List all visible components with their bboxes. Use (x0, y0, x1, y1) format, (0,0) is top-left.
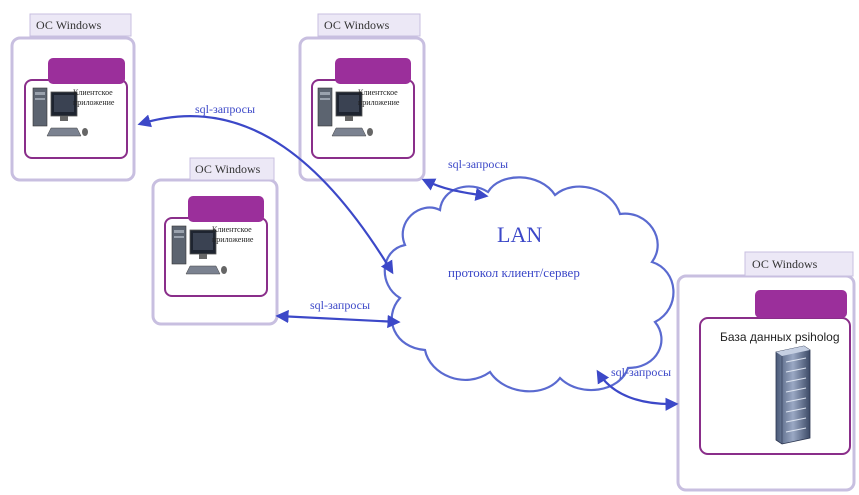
db-tab (755, 290, 847, 318)
lan-cloud: LAN протокол клиент/сервер (383, 176, 675, 393)
connection-arrow (275, 309, 401, 329)
os-label: ОС Windows (324, 18, 390, 32)
os-label: ОС Windows (752, 257, 818, 271)
sql-label: sql-запросы (611, 365, 671, 379)
connection-arrow (137, 114, 394, 275)
os-label-box (744, 251, 854, 277)
server-rack-icon (775, 345, 811, 445)
server-node: ОС Windows База данных psiholog (676, 251, 856, 492)
database-label: База данных psiholog (720, 330, 840, 344)
os-label: ОС Windows (195, 162, 261, 176)
lan-subtitle: протокол клиент/сервер (448, 265, 580, 280)
sql-label: sql-запросы (195, 102, 255, 116)
os-label-box (317, 13, 421, 37)
sql-label: sql-запросы (448, 157, 508, 171)
connection-arrow (596, 369, 679, 411)
os-label-box (29, 13, 132, 37)
lan-title: LAN (497, 222, 542, 247)
app-tab (48, 58, 125, 84)
app-tab (188, 196, 264, 222)
sql-label: sql-запросы (310, 298, 370, 312)
os-label: ОС Windows (36, 18, 102, 32)
app-tab (335, 58, 411, 84)
connections: sql-запросы sql-запросы sql-запросы sql-… (137, 102, 679, 411)
connection-arrow (421, 178, 489, 201)
cloud-shape (383, 176, 675, 393)
